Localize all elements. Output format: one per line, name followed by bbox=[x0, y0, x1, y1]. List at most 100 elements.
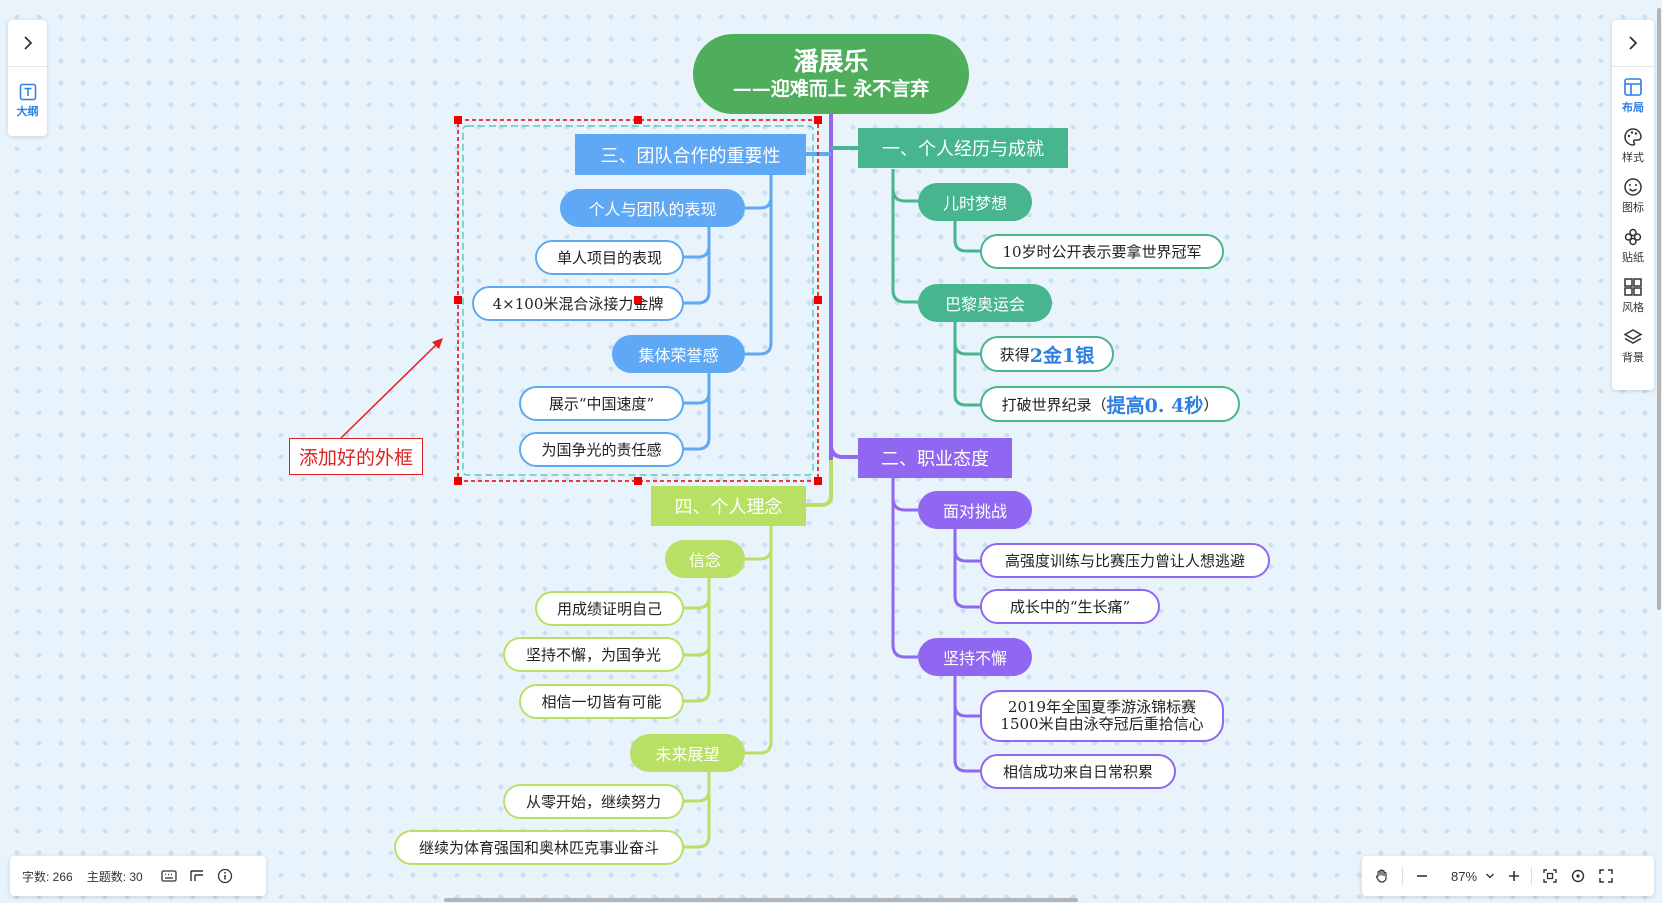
layout-icon bbox=[1624, 78, 1642, 96]
fullscreen-icon[interactable] bbox=[1598, 868, 1614, 884]
leaf-highlight: 2金1银 bbox=[1029, 344, 1095, 367]
locate-center-icon[interactable] bbox=[1570, 868, 1586, 884]
leaf-text: 为国争光的责任感 bbox=[541, 441, 662, 459]
leaf-text: 10岁时公开表示要拿世界冠军 bbox=[1002, 243, 1202, 261]
resize-handle-top-left[interactable] bbox=[454, 116, 462, 124]
zoom-level[interactable]: 87% bbox=[1451, 868, 1478, 884]
leaf-daily-accumulation[interactable]: 相信成功来自日常积累 bbox=[980, 754, 1176, 789]
resize-handle-top-right[interactable] bbox=[814, 116, 822, 124]
divider bbox=[1531, 867, 1533, 885]
branch-personal-experience[interactable]: 一、个人经历与成就 bbox=[858, 128, 1068, 168]
connector-b1-s1 bbox=[953, 220, 980, 253]
zoom-out-icon[interactable] bbox=[1415, 869, 1429, 883]
annotation-label: 添加好的外框 bbox=[289, 438, 423, 475]
resize-handle-bottom-right[interactable] bbox=[814, 477, 822, 485]
tool-theme-style[interactable]: 风格 bbox=[1612, 271, 1654, 321]
leaf-olympic-cause[interactable]: 继续为体育强国和奥林匹克事业奋斗 bbox=[394, 830, 684, 865]
leaf-text: 从零开始，继续努力 bbox=[525, 793, 661, 811]
topic-belief[interactable]: 信念 bbox=[665, 540, 745, 578]
branch-professional-attitude[interactable]: 二、职业态度 bbox=[858, 438, 1012, 478]
palette-icon bbox=[1624, 128, 1642, 146]
connector-b3-s1 bbox=[684, 226, 711, 305]
leaf-growing-pains[interactable]: 成长中的“生长痛” bbox=[980, 589, 1160, 624]
annotation-arrowhead bbox=[432, 338, 443, 349]
leaf-text: 高强度训练与比赛压力曾让人想逃避 bbox=[1004, 552, 1245, 570]
resize-handle-top[interactable] bbox=[634, 116, 642, 124]
minimap-icon[interactable] bbox=[189, 869, 205, 883]
topic-individual-and-team[interactable]: 个人与团队的表现 bbox=[560, 189, 745, 227]
leaf-everything-possible[interactable]: 相信一切皆有可能 bbox=[519, 684, 684, 719]
move-handle-center[interactable] bbox=[634, 296, 642, 304]
branch-title: 一、个人经历与成就 bbox=[882, 139, 1044, 160]
leaf-start-from-zero[interactable]: 从零开始，继续努力 bbox=[503, 784, 684, 819]
leaf-training-pressure[interactable]: 高强度训练与比赛压力曾让人想逃避 bbox=[980, 543, 1270, 578]
resize-handle-right[interactable] bbox=[814, 296, 822, 304]
branch-title: 三、团队合作的重要性 bbox=[600, 145, 781, 167]
topic-face-challenges[interactable]: 面对挑战 bbox=[918, 491, 1032, 529]
hand-tool-icon[interactable] bbox=[1374, 868, 1390, 884]
expand-left-button[interactable] bbox=[8, 20, 47, 67]
tool-label: 图标 bbox=[1622, 202, 1644, 214]
tool-layout[interactable]: 布局 bbox=[1612, 71, 1654, 121]
leaf-prove-yourself[interactable]: 用成绩证明自己 bbox=[535, 591, 684, 626]
tool-label: 布局 bbox=[1622, 102, 1644, 114]
leaf-text: 继续为体育强国和奥林匹克事业奋斗 bbox=[418, 839, 659, 857]
info-icon[interactable] bbox=[217, 868, 233, 884]
tool-background[interactable]: 背景 bbox=[1612, 321, 1654, 371]
resize-handle-bottom[interactable] bbox=[634, 477, 642, 485]
fit-screen-icon[interactable] bbox=[1542, 868, 1558, 884]
leaf-text: 展示“中国速度” bbox=[548, 395, 655, 413]
leaf-highlight: 提高0. 4秒 bbox=[1106, 394, 1204, 417]
tool-sticker[interactable]: 贴纸 bbox=[1612, 221, 1654, 271]
expand-right-button[interactable] bbox=[1612, 20, 1654, 67]
leaf-individual-events[interactable]: 单人项目的表现 bbox=[535, 240, 684, 275]
tool-label: 贴纸 bbox=[1622, 252, 1644, 264]
branch-teamwork[interactable]: 三、团队合作的重要性 bbox=[575, 134, 806, 175]
topic-childhood-dream[interactable]: 儿时梦想 bbox=[918, 183, 1032, 221]
connector-b3 bbox=[745, 175, 773, 356]
leaf-suffix: ） bbox=[1203, 395, 1219, 414]
zoom-in-icon[interactable] bbox=[1507, 869, 1521, 883]
topic-future-outlook[interactable]: 未来展望 bbox=[630, 734, 745, 772]
root-subtitle: ——迎难而上 永不言弃 bbox=[732, 78, 930, 100]
tool-label: 样式 bbox=[1622, 152, 1644, 164]
horizontal-scrollbar[interactable] bbox=[444, 898, 1078, 902]
leaf-world-champion-goal[interactable]: 10岁时公开表示要拿世界冠军 bbox=[980, 234, 1224, 269]
leaf-text: 坚持不懈，为国争光 bbox=[525, 646, 661, 664]
word-count: 字数: 266 bbox=[22, 869, 73, 884]
leaf-china-speed[interactable]: 展示“中国速度” bbox=[519, 386, 684, 421]
branch-personal-philosophy[interactable]: 四、个人理念 bbox=[651, 486, 806, 526]
branch-title: 二、职业态度 bbox=[881, 449, 989, 470]
grid-style-icon bbox=[1624, 278, 1642, 296]
root-topic[interactable]: 潘展乐 ——迎难而上 永不言弃 bbox=[693, 34, 969, 114]
leaf-2019-championship[interactable]: 2019年全国夏季游泳锦标赛 1500米自由泳夺冠后重拾信心 bbox=[980, 690, 1224, 742]
leaf-national-responsibility[interactable]: 为国争光的责任感 bbox=[519, 432, 684, 467]
topic-title: 信念 bbox=[688, 551, 721, 570]
topic-paris-olympics[interactable]: 巴黎奥运会 bbox=[918, 284, 1052, 322]
outline-button[interactable]: 大纲 bbox=[8, 67, 47, 135]
zoom-bar: 87% bbox=[1362, 856, 1654, 896]
resize-handle-bottom-left[interactable] bbox=[454, 477, 462, 485]
keyboard-icon[interactable] bbox=[161, 869, 177, 883]
divider bbox=[1402, 867, 1403, 885]
leaf-relay-gold[interactable]: 4×100米混合泳接力金牌 bbox=[472, 286, 684, 321]
vertical-scrollbar[interactable] bbox=[1657, 8, 1661, 610]
outline-icon bbox=[19, 83, 36, 101]
connector-b3-s2 bbox=[684, 372, 711, 451]
resize-handle-left[interactable] bbox=[454, 296, 462, 304]
layers-icon bbox=[1623, 329, 1643, 344]
topic-title: 儿时梦想 bbox=[942, 194, 1007, 213]
topic-perseverance[interactable]: 坚持不懈 bbox=[918, 638, 1032, 676]
connector-b1-s2 bbox=[953, 320, 980, 407]
leaf-persist-for-country[interactable]: 坚持不懈，为国争光 bbox=[503, 637, 684, 672]
tool-icon[interactable]: 图标 bbox=[1612, 171, 1654, 221]
chevron-down-icon[interactable] bbox=[1485, 871, 1495, 881]
leaf-world-record[interactable]: 打破世界纪录（提高0. 4秒） bbox=[980, 386, 1240, 422]
chevron-right-icon bbox=[1629, 36, 1638, 50]
topic-title: 未来展望 bbox=[655, 745, 720, 764]
topic-collective-honor[interactable]: 集体荣誉感 bbox=[612, 335, 745, 373]
tool-style[interactable]: 样式 bbox=[1612, 121, 1654, 171]
